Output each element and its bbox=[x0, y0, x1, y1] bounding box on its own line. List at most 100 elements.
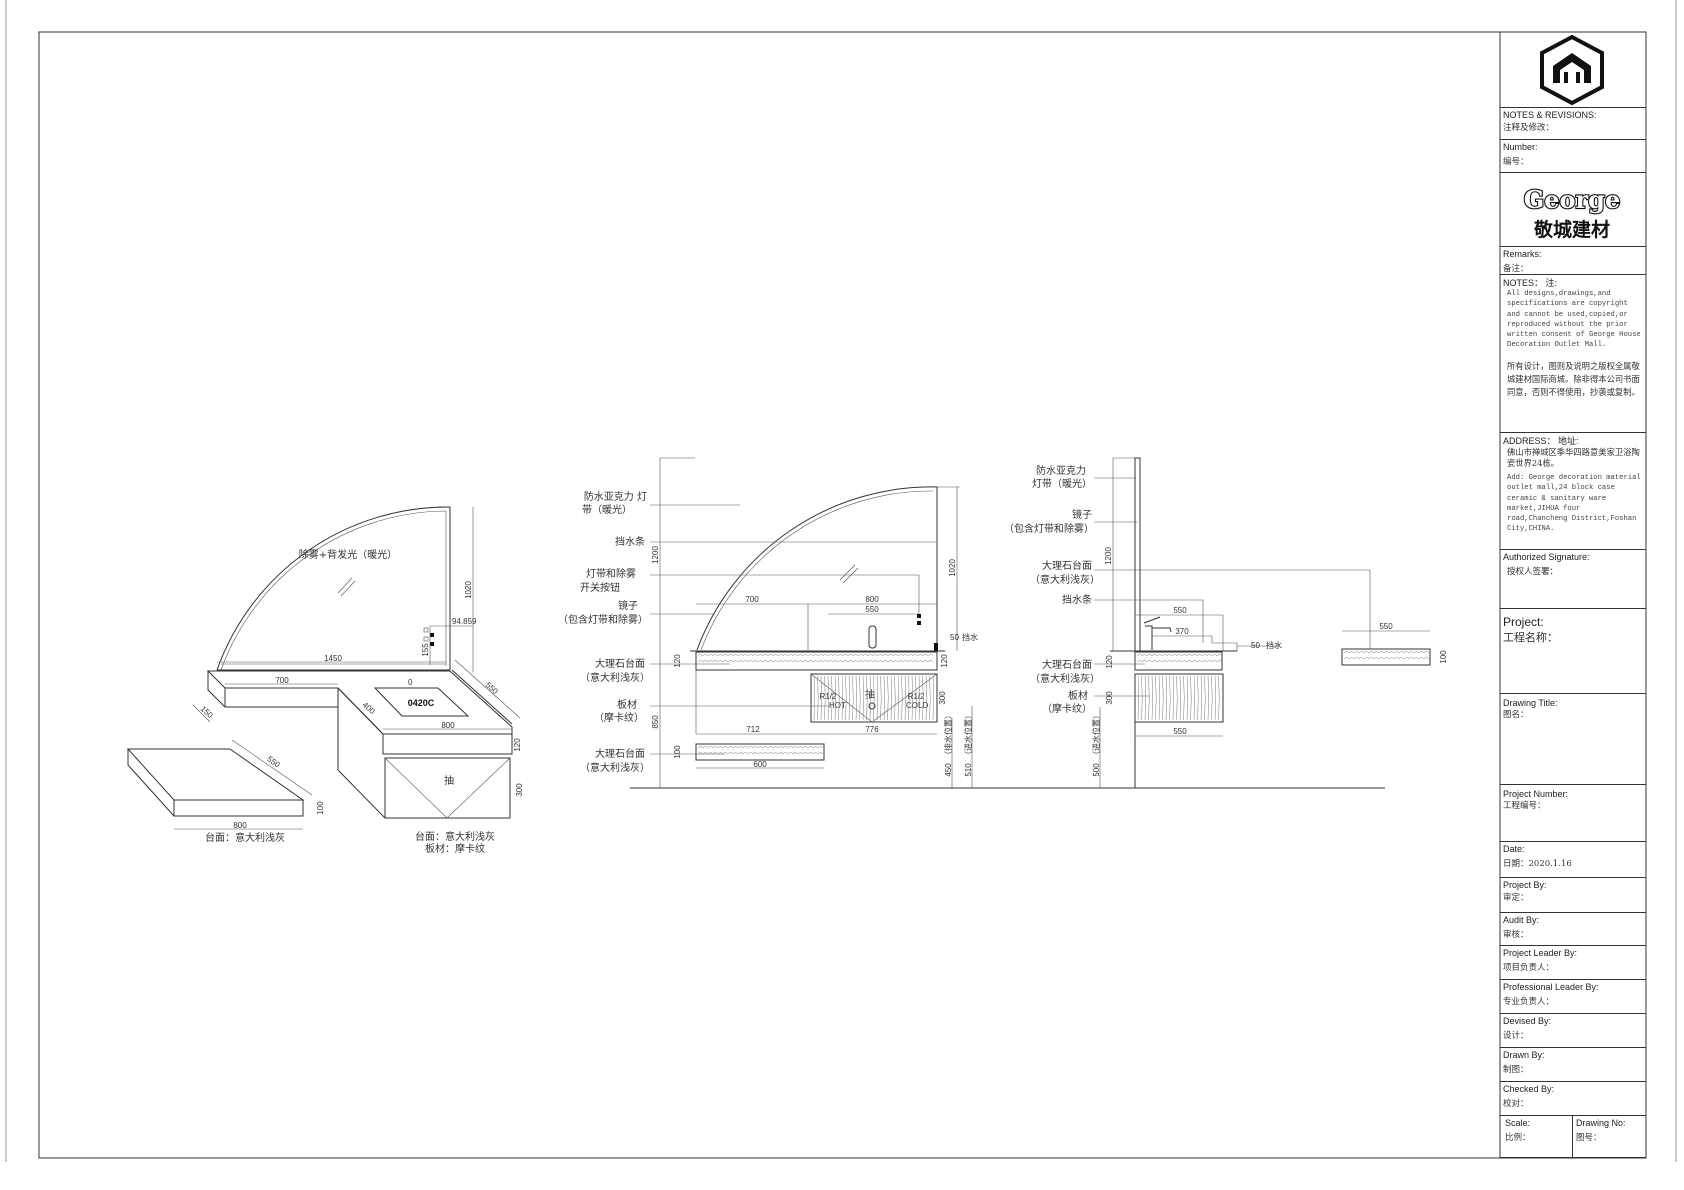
tb-checked-by-cn: 校对： bbox=[1503, 1099, 1529, 1109]
tb-project-number-cn: 工程编号： bbox=[1503, 801, 1546, 811]
tb-scale: Scale: 比例： bbox=[1500, 1116, 1573, 1158]
tb-notes: NOTES： 注: All designs,drawings,and speci… bbox=[1500, 275, 1646, 433]
tb-notes-en: NOTES： 注: bbox=[1503, 278, 1558, 288]
dim-top-thickness: 120 bbox=[1105, 655, 1114, 669]
label-switch-2: 开关按钮 bbox=[580, 581, 620, 594]
hot-size: R1/2 bbox=[820, 692, 837, 701]
dim-top-left: 120 bbox=[673, 654, 682, 668]
tb-devised-by: Devised By: 设计： bbox=[1500, 1014, 1646, 1048]
dim-width-left: 700 bbox=[745, 595, 759, 604]
drawer-label: 抽 bbox=[444, 774, 454, 787]
tb-professional-leader-en: Professional Leader By: bbox=[1503, 982, 1599, 992]
tb-number-en: Number: bbox=[1503, 142, 1538, 152]
label-mirror-1: 镜子 bbox=[618, 599, 638, 612]
hatch-pattern bbox=[1343, 650, 1430, 660]
tb-signature-en: Authorized Signature: bbox=[1503, 552, 1590, 562]
iso-view: 除雾+背发光（暖光） 1020 94.859 155 1450 抽 0420C … bbox=[126, 506, 524, 855]
tb-address-en: ADDRESS： 地址: bbox=[1503, 436, 1579, 446]
drain-icon bbox=[868, 702, 876, 710]
mirror-outline bbox=[216, 506, 451, 671]
label-acrylic-1: 防水亚克力 bbox=[1036, 464, 1086, 477]
dim-splash: 50 bbox=[1251, 641, 1260, 650]
cabinet-caption-top: 台面：意大利浅灰 bbox=[415, 830, 495, 843]
dim-detail-width: 550 bbox=[1379, 622, 1393, 631]
label-splash: 挡水条 bbox=[1062, 593, 1092, 606]
tb-drawn-by: Drawn By: 制图： bbox=[1500, 1048, 1646, 1082]
marble-countertop bbox=[1134, 651, 1223, 671]
label-mirror-2: （包含灯带和除雾） bbox=[558, 613, 648, 626]
tb-number: Number: 编号： bbox=[1500, 140, 1646, 173]
tb-drawing-title: Drawing Title: 图名： bbox=[1500, 694, 1646, 785]
dim-top-thickness: 120 bbox=[513, 738, 522, 752]
tb-checked-by-en: Checked By: bbox=[1503, 1084, 1555, 1094]
brand-name: George bbox=[1524, 185, 1620, 214]
hatch-pattern bbox=[1137, 675, 1220, 721]
dim-left-depth: 150 bbox=[199, 704, 215, 720]
tb-notes-revisions-en: NOTES & REVISIONS: bbox=[1503, 110, 1597, 120]
tb-project-leader-en: Project Leader By: bbox=[1503, 948, 1578, 958]
tb-number-cn: 编号： bbox=[1503, 157, 1529, 167]
faucet-icon bbox=[1143, 616, 1172, 650]
brand-cn-name: 敬城建材 bbox=[1533, 218, 1610, 241]
tb-audit-by: Audit By: 审核： bbox=[1500, 913, 1646, 946]
tb-drawn-by-cn: 制图： bbox=[1503, 1065, 1529, 1075]
dim-faucet: 370 bbox=[1175, 627, 1189, 636]
sink-dim: 0 bbox=[408, 678, 413, 687]
tb-audit-by-cn: 审核： bbox=[1503, 930, 1529, 940]
label-board-1: 板材 bbox=[1068, 689, 1088, 702]
sink-outline bbox=[373, 687, 470, 717]
counter-top bbox=[206, 670, 513, 735]
mirror-label: 除雾+背发光（暖光） bbox=[299, 548, 397, 561]
dim-cabinet-height: 300 bbox=[515, 783, 524, 797]
slab-dim-depth: 550 bbox=[265, 754, 282, 769]
dim-cabinet: 300 bbox=[1105, 691, 1114, 705]
dim-detail-thickness: 100 bbox=[1439, 650, 1448, 664]
tb-remarks: Remarks: 备注： bbox=[1500, 247, 1646, 275]
label-switch-1: 灯带和除雾 bbox=[586, 567, 636, 580]
tb-devised-by-cn: 设计： bbox=[1503, 1031, 1529, 1041]
tb-date-value: 日期：2020.1.16 bbox=[1503, 859, 1572, 869]
glass-mark bbox=[839, 564, 856, 581]
dim-cabinet-width: 550 bbox=[1173, 727, 1187, 736]
label-splash: 挡水条 bbox=[615, 535, 645, 548]
slab-top bbox=[126, 748, 305, 801]
label-acrylic-2: 带（暖光） bbox=[582, 503, 632, 516]
slab-caption: 台面：意大利浅灰 bbox=[205, 831, 285, 844]
tb-project: Project: 工程名称： bbox=[1500, 609, 1646, 694]
dim-splash-label: 挡水 bbox=[1266, 640, 1282, 650]
marble-slab bbox=[695, 743, 825, 761]
label-marble-1: 大理石台面 bbox=[595, 657, 645, 670]
company-logo bbox=[1540, 34, 1604, 106]
tb-checked-by: Checked By: 校对： bbox=[1500, 1082, 1646, 1116]
label-marble2-2: （意大利浅灰） bbox=[580, 761, 650, 774]
cabinet-caption-board: 板材：摩卡纹 bbox=[425, 842, 485, 855]
dim-slab-width: 600 bbox=[753, 760, 767, 769]
dim-left-width: 700 bbox=[275, 676, 289, 685]
hot-label: HOT bbox=[829, 701, 846, 710]
tb-notes-revisions-cn: 注释及修改： bbox=[1503, 123, 1555, 133]
mirror-section bbox=[1134, 457, 1141, 652]
tb-scale-en: Scale: bbox=[1505, 1118, 1531, 1128]
label-board-2: （摩卡纹） bbox=[594, 711, 644, 724]
dim-slab-thickness: 100 bbox=[673, 745, 682, 759]
hatch-pattern bbox=[1136, 653, 1223, 663]
dim-inlet: 510 bbox=[964, 763, 973, 777]
tb-project-cn: 工程名称： bbox=[1503, 631, 1558, 644]
sink-model: 0420C bbox=[408, 698, 435, 708]
dim-total-height: 1200 bbox=[651, 546, 660, 564]
dim-faucet: 550 bbox=[865, 605, 879, 614]
dim-mirror-height: 1020 bbox=[948, 559, 957, 577]
tb-brand bbox=[1500, 173, 1646, 247]
dim-total-height: 1200 bbox=[1104, 547, 1113, 565]
drawing-border bbox=[38, 31, 1647, 1159]
label-marble2-1: 大理石台面 bbox=[1042, 658, 1092, 671]
label-board-2: （摩卡纹） bbox=[1042, 702, 1092, 715]
cold-label: COLD bbox=[906, 701, 928, 710]
hatch-pattern bbox=[813, 675, 934, 721]
dim-splash: 50 bbox=[950, 633, 959, 642]
tb-professional-leader-cn: 专业负责人： bbox=[1503, 997, 1555, 1007]
label-mirror-2: （包含灯带和除雾） bbox=[1004, 522, 1094, 535]
tb-remarks-cn: 备注： bbox=[1503, 264, 1529, 274]
hatch-pattern bbox=[697, 745, 824, 755]
